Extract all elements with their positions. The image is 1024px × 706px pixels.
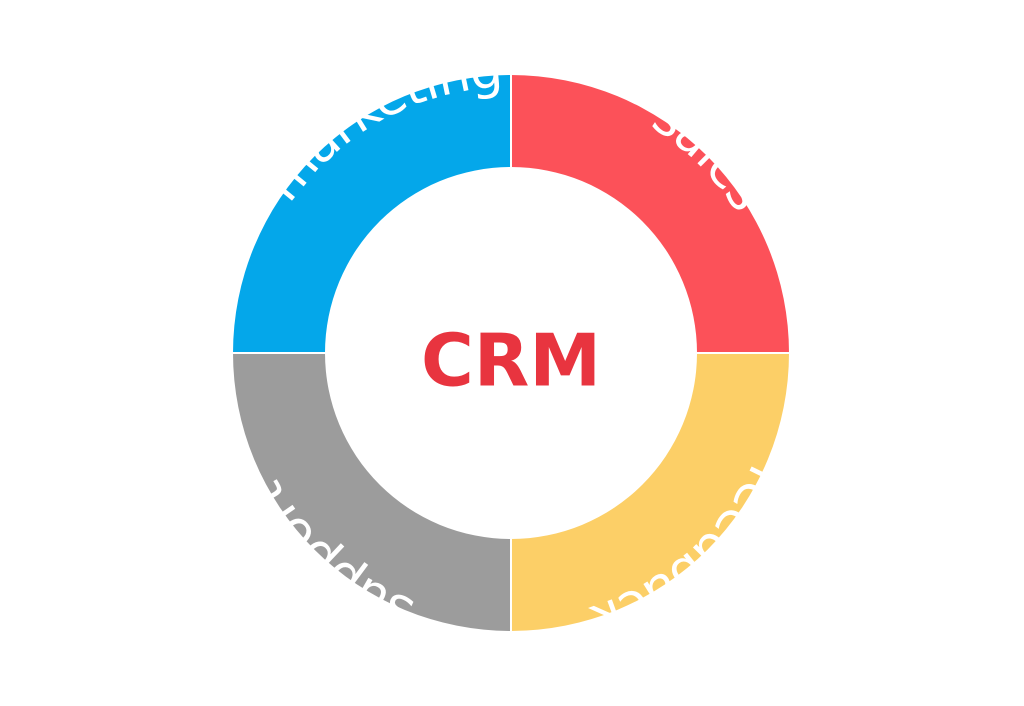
segment-support (233, 353, 511, 631)
center-title: CRM (421, 319, 601, 403)
segment-feedback (511, 353, 789, 631)
segment-marketing (233, 75, 511, 353)
segment-sales (511, 75, 789, 353)
